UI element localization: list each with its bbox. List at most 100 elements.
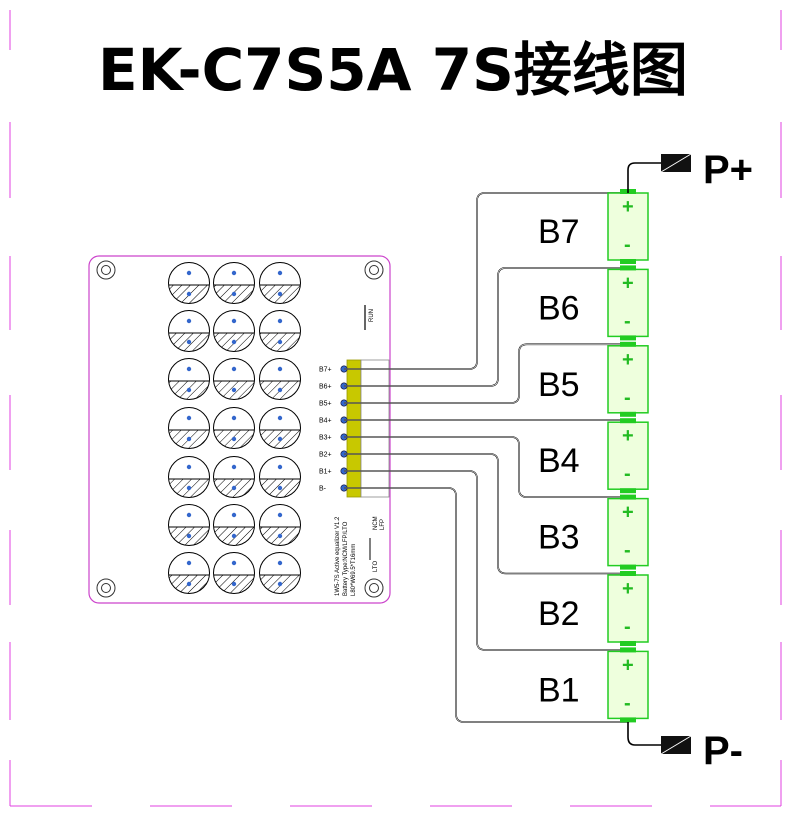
- negative-terminal-label: P-: [703, 729, 743, 773]
- capacitor: [168, 358, 210, 400]
- battery-cell: + - B2: [538, 571, 649, 646]
- cell-minus-sign: -: [624, 234, 631, 256]
- cell-negative-tab: [620, 411, 636, 417]
- run-label: RUN: [369, 309, 375, 322]
- cell-minus-sign: -: [624, 692, 631, 714]
- cell-plus-sign: +: [622, 578, 634, 600]
- capacitor: [259, 358, 301, 400]
- cell-negative-tab: [620, 335, 636, 341]
- cell-positive-tab: [620, 265, 636, 271]
- capacitor: [168, 262, 210, 304]
- cell-negative-tab: [620, 717, 636, 723]
- pin-label: B-: [319, 486, 327, 493]
- cell-label: B7: [538, 213, 580, 251]
- capacitor: [259, 407, 301, 449]
- pin-label: B1+: [319, 469, 332, 476]
- cell-plus-sign: +: [622, 502, 634, 524]
- cell-negative-tab: [620, 564, 636, 570]
- battery-cell: + - B1: [538, 647, 649, 723]
- terminal-negative: P-: [627, 722, 743, 773]
- mounting-hole-top-left: [96, 260, 116, 280]
- balance-wire-highlight: [344, 453, 628, 574]
- capacitor: [213, 310, 255, 352]
- cell-minus-sign: -: [624, 463, 631, 485]
- capacitor: [259, 262, 301, 304]
- cell-positive-tab: [620, 418, 636, 424]
- mounting-hole-bottom-right: [364, 578, 384, 598]
- board-info-line-2: Battery Type:NCM/LFP/LTO: [343, 521, 349, 596]
- cell-minus-sign: -: [624, 540, 631, 562]
- cell-label: B1: [538, 671, 580, 709]
- balance-wire-highlight: [344, 436, 628, 498]
- cell-label: B6: [538, 289, 580, 327]
- cell-plus-sign: +: [622, 425, 634, 447]
- battery-cell: + - B4: [538, 418, 649, 494]
- battery-cell: + - B6: [538, 265, 649, 341]
- cell-label: B4: [538, 442, 580, 480]
- cell-positive-tab: [620, 647, 636, 653]
- pin-label: B7+: [319, 367, 332, 374]
- capacitor: [259, 310, 301, 352]
- cell-label: B2: [538, 595, 580, 633]
- cell-minus-sign: -: [624, 616, 631, 638]
- capacitor: [168, 456, 210, 498]
- capacitor: [168, 552, 210, 594]
- mounting-hole-bottom-left: [96, 578, 116, 598]
- page-title: EK-C7S5A 7S接线图: [98, 36, 688, 104]
- battery-cell: + - B5: [538, 341, 649, 417]
- balance-wire-highlight: [344, 267, 628, 387]
- battery-cells: + - B7 + - B6 + - B5 + - B4 + - B3 + - B2 + - B1: [538, 189, 649, 723]
- board-info-line-1: 1W5-7S Active equalizer V1.2: [335, 516, 341, 596]
- pin-label: B2+: [319, 452, 332, 459]
- cell-plus-sign: +: [622, 654, 634, 676]
- pin-group: B7+ B6+ B5+ B4+ B3+ B2+ B1+ B-: [319, 365, 348, 493]
- positive-terminal-label: P+: [703, 148, 753, 192]
- capacitor: [168, 310, 210, 352]
- pin-label: B6+: [319, 384, 332, 391]
- balance-wire-highlight: [344, 487, 629, 723]
- capacitor: [259, 552, 301, 594]
- capacitor: [213, 552, 255, 594]
- capacitor: [213, 358, 255, 400]
- pin-label: B5+: [319, 401, 332, 408]
- battery-cell: + - B3: [538, 494, 649, 570]
- capacitor: [168, 407, 210, 449]
- balance-wire-highlight: [344, 344, 628, 404]
- cell-plus-sign: +: [622, 272, 634, 294]
- cell-plus-sign: +: [622, 196, 634, 218]
- crop-marks: [9, 10, 782, 807]
- capacitor: [213, 262, 255, 304]
- type-option-lfp: LFP: [380, 519, 386, 530]
- board-info-line-3: L80*W69.5*T16mm: [351, 544, 357, 596]
- pin-label: B4+: [319, 418, 332, 425]
- capacitor: [259, 456, 301, 498]
- capacitor: [168, 504, 210, 546]
- connector-header: [360, 359, 390, 498]
- cell-minus-sign: -: [624, 310, 631, 332]
- cell-negative-tab: [620, 641, 636, 646]
- cell-positive-tab: [620, 341, 636, 347]
- type-option-ncm: NCM: [373, 516, 379, 530]
- balance-wires: [344, 192, 629, 723]
- pin-label: B3+: [319, 435, 332, 442]
- capacitor: [213, 407, 255, 449]
- capacitor: [259, 504, 301, 546]
- cell-label: B3: [538, 519, 580, 557]
- cell-minus-sign: -: [624, 387, 631, 409]
- connector-body: [346, 359, 362, 498]
- mounting-hole-top-right: [364, 260, 384, 280]
- equalizer-board: RUN B7+ B6+ B5+ B4+ B3+ B2+ B1+ B- 1W5-7S Activ…: [88, 255, 391, 604]
- capacitor-grid: [168, 262, 301, 594]
- cell-negative-tab: [620, 259, 636, 264]
- balance-wire-highlight: [344, 192, 628, 370]
- lto-label: LTO: [373, 561, 379, 572]
- cell-label: B5: [538, 366, 580, 404]
- cell-plus-sign: +: [622, 349, 634, 371]
- terminal-positive: P+: [627, 148, 753, 193]
- capacitor: [213, 504, 255, 546]
- cell-negative-tab: [620, 488, 636, 494]
- capacitor: [213, 456, 255, 498]
- cell-positive-tab: [620, 494, 636, 500]
- balance-wire-highlight: [344, 470, 628, 651]
